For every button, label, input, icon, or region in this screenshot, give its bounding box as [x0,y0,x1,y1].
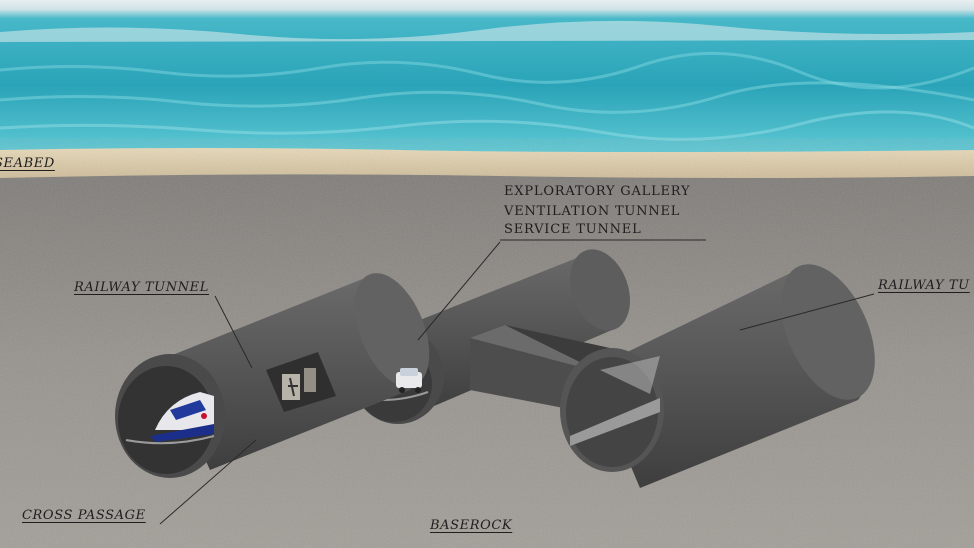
cross-passage-opening [266,352,336,412]
leader-cross-passage [159,439,257,525]
label-railway-tunnel-left: RAILWAY TUNNEL [74,280,210,295]
leader-service-tunnel [417,241,501,341]
label-exploratory-gallery: EXPLORATORY GALLERY [504,184,691,199]
label-service-tunnel: SERVICE TUNNEL [504,222,642,237]
sea [0,0,974,155]
label-baserock: BASEROCK [430,518,513,533]
train-icon [150,392,214,442]
label-ventilation-tunnel: VENTILATION TUNNEL [504,204,681,219]
label-cross-passage: CROSS PASSAGE [22,508,146,523]
label-railway-tunnel-right: RAILWAY TU [878,278,970,293]
leader-railway-right [739,293,875,331]
service-vehicle-icon [396,368,422,393]
railway-tunnel-right [560,264,875,488]
label-seabed: SEABED [0,156,55,171]
seabed-sand [0,148,974,180]
leader-lines [159,239,875,525]
leader-railway-left [214,295,253,369]
